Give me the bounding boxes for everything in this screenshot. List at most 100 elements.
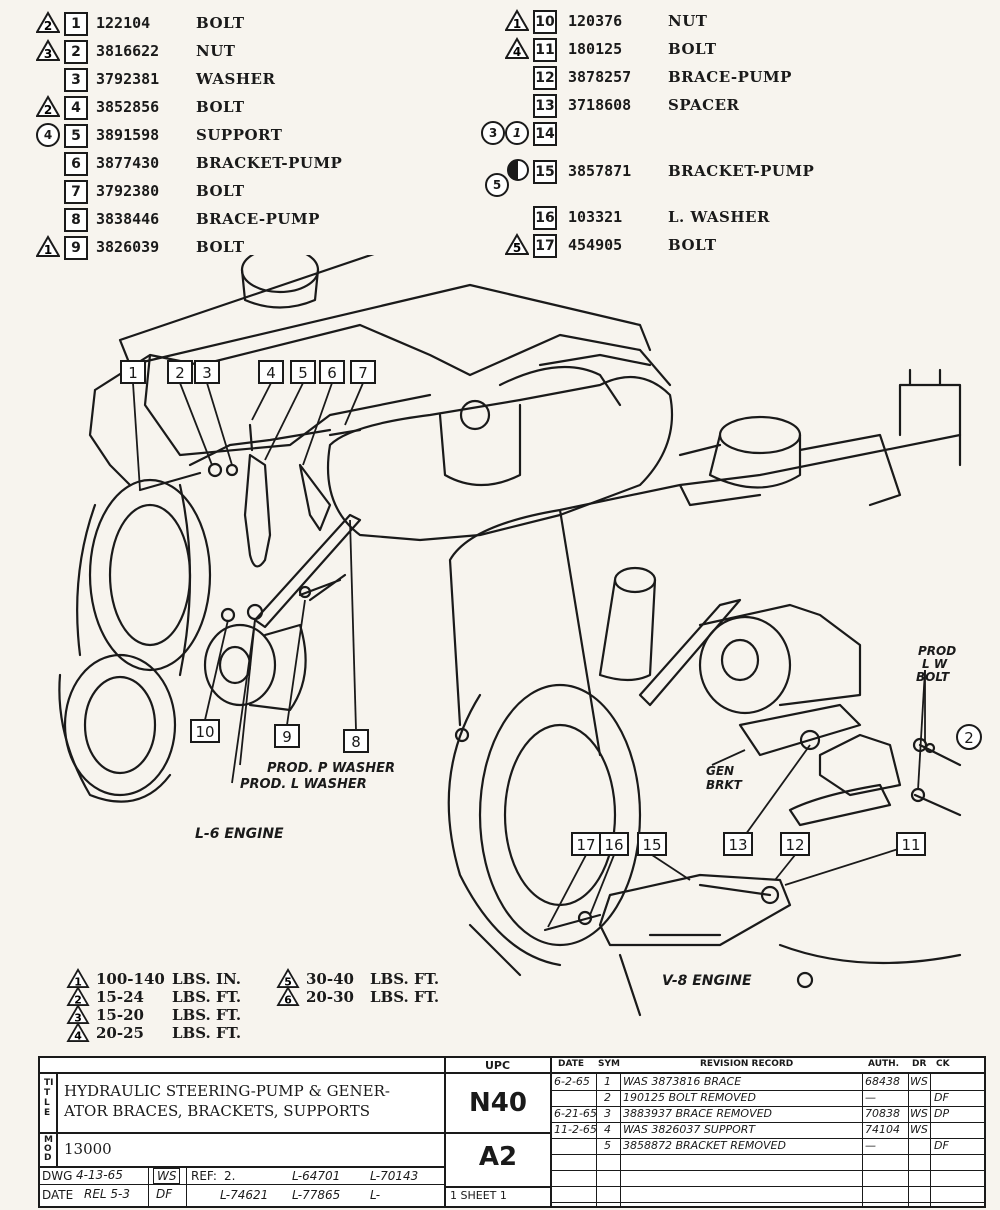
part-number: 103321 — [568, 208, 623, 226]
svg-text:4: 4 — [74, 1029, 82, 1042]
ref-3: L-74621 — [220, 1188, 269, 1202]
callout-10: 10 — [195, 723, 214, 741]
part-name: BRACE-PUMP — [668, 68, 792, 86]
torque-triangle-icon: 5 — [504, 233, 530, 255]
item-number: 14 — [533, 122, 557, 146]
part-number: 3877430 — [96, 154, 160, 172]
rev-cell-date: 6-2-65 — [554, 1075, 590, 1088]
torque-triangle-icon: 1 — [66, 968, 90, 988]
half-filled-circle-icon — [507, 159, 529, 181]
part-name: BOLT — [668, 40, 717, 58]
part-number: 454905 — [568, 236, 623, 254]
part-name: BOLT — [196, 182, 245, 200]
item-number: 11 — [533, 38, 557, 62]
part-name: NUT — [668, 12, 708, 30]
rev-cell-record: 3883937 BRACE REMOVED — [623, 1107, 773, 1120]
torque-triangle-icon: 3 — [66, 1004, 90, 1024]
rev-cell-dr: WS — [910, 1123, 928, 1136]
svg-text:2: 2 — [74, 993, 82, 1006]
rev-cell-sym: 1 — [604, 1075, 611, 1088]
ref-1: L-64701 — [292, 1169, 341, 1183]
callout-8: 8 — [351, 733, 361, 751]
part-name: NUT — [196, 42, 236, 60]
torque-triangle-icon: 2 — [35, 95, 61, 117]
part-name: BOLT — [196, 14, 245, 32]
torque-triangle-icon: 6 — [276, 986, 300, 1006]
rev-cell-sym: 5 — [604, 1139, 611, 1152]
callout-16: 16 — [604, 836, 623, 854]
item-number: 15 — [533, 160, 557, 184]
label-prod-lw-bolt-1: PROD — [918, 644, 956, 658]
upc-group: A2 — [478, 1142, 518, 1172]
rev-cell-date: 11-2-65 — [554, 1123, 597, 1136]
ref-5: L- — [370, 1188, 381, 1202]
part-number: 122104 — [96, 14, 151, 32]
label-prod-lw-bolt-3: BOLT — [916, 670, 950, 684]
callout-5: 5 — [298, 364, 308, 382]
torque-triangle-icon: 1 — [504, 9, 530, 31]
rev-cell-sym: 3 — [604, 1107, 611, 1120]
title-block: TITLE HYDRAULIC STEERING-PUMP & GENER- A… — [38, 1056, 986, 1208]
rev-cell-date: 6-21-65 — [554, 1107, 597, 1120]
svg-text:5: 5 — [513, 241, 521, 255]
part-number: 3792381 — [96, 70, 160, 88]
l6-callouts: 1 2 3 4 5 6 7 8 9 10 — [120, 360, 376, 753]
item-number: 17 — [533, 234, 557, 258]
label-gen-brkt-1: GEN — [706, 764, 734, 778]
item-number: 4 — [64, 96, 88, 120]
item-number: 2 — [64, 40, 88, 64]
svg-text:1: 1 — [74, 975, 82, 988]
rev-cell-record: WAS 3826037 SUPPORT — [623, 1123, 756, 1136]
part-name: L. WASHER — [668, 208, 770, 226]
rev-cell-record: 3858872 BRACKET REMOVED — [623, 1139, 786, 1152]
rev-cell-dr: WS — [910, 1075, 928, 1088]
part-number: 3792380 — [96, 182, 160, 200]
rev-cell-record: WAS 3873816 BRACE — [623, 1075, 742, 1088]
callout-3: 3 — [202, 364, 212, 382]
svg-text:1: 1 — [513, 17, 521, 31]
rev-cell-ck: DF — [934, 1139, 949, 1152]
callout-1: 1 — [128, 364, 138, 382]
label-prod-l-washer: PROD. L WASHER — [240, 777, 367, 792]
date-value: REL 5-3 — [84, 1187, 131, 1201]
item-number: 13 — [533, 94, 557, 118]
rev-cell-auth: 74104 — [865, 1123, 900, 1136]
torque-unit: LBS. FT. — [172, 1024, 242, 1042]
note-circle-icon: 1 — [505, 121, 529, 145]
rev-header-ck: CK — [936, 1059, 950, 1069]
rev-cell-sym: 2 — [604, 1091, 611, 1104]
rev-cell-auth: — — [865, 1091, 876, 1104]
ref-value: 2. — [224, 1169, 236, 1183]
date-label: DATE — [42, 1188, 74, 1202]
label-prod-p-washer: PROD. P WASHER — [267, 761, 395, 776]
part-name: BRACKET-PUMP — [196, 154, 343, 172]
rev-cell-auth: 70838 — [865, 1107, 900, 1120]
rev-header-record: REVISION RECORD — [700, 1059, 794, 1069]
rev-header-auth: AUTH. — [868, 1059, 900, 1069]
rev-cell-ck: DF — [934, 1091, 949, 1104]
svg-text:3: 3 — [44, 47, 52, 61]
rev-cell-auth: — — [865, 1139, 876, 1152]
item-number: 7 — [64, 180, 88, 204]
rev-cell-ck: DP — [934, 1107, 950, 1120]
item-number: 3 — [64, 68, 88, 92]
torque-value: 15-24 — [96, 988, 144, 1006]
part-name: BOLT — [668, 236, 717, 254]
note-circle-icon: 3 — [481, 121, 505, 145]
callout-6: 6 — [327, 364, 337, 382]
part-number: 3718608 — [568, 96, 632, 114]
part-name: SUPPORT — [196, 126, 283, 144]
part-name: BRACKET-PUMP — [668, 162, 815, 180]
drawing-title-line-1: HYDRAULIC STEERING-PUMP & GENER- — [64, 1082, 390, 1100]
v8-callouts: 11 12 13 15 16 17 2 — [571, 724, 982, 856]
ref-2: L-70143 — [370, 1169, 419, 1183]
callout-13: 13 — [728, 836, 747, 854]
l6-engine-outline — [88, 255, 672, 487]
part-number: 120376 — [568, 12, 623, 30]
engine-diagram: 1 2 3 4 5 6 7 8 9 10 11 12 13 15 16 17 2… — [58, 255, 982, 1017]
part-name: SPACER — [668, 96, 740, 114]
part-name: BOLT — [196, 238, 245, 256]
rev-header-dr: DR — [912, 1059, 927, 1069]
label-l6-engine: L-6 ENGINE — [195, 826, 284, 842]
